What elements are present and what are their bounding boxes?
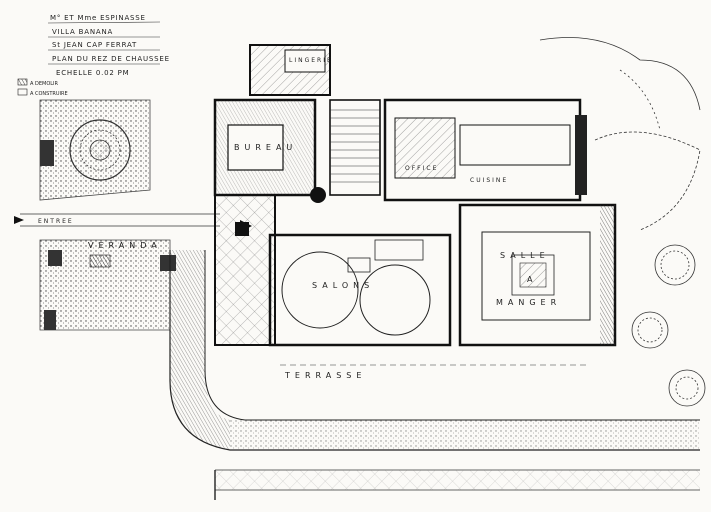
title-villa-name: VILLA BANANA (52, 28, 113, 36)
room-label-veranda: VERANDA (88, 241, 162, 250)
room-label-salle-2: A (527, 275, 537, 284)
room-label-office: OFFICE (405, 165, 438, 172)
legend-swatch-build (17, 88, 28, 96)
room-label-cuisine: CUISINE (470, 177, 508, 184)
garden-west (39, 99, 176, 331)
title-location: St JEAN CAP FERRAT (52, 41, 137, 49)
legend-demolish-label: A DEMOLIR (30, 81, 59, 87)
legend-build-label: A CONSTRUIRE (30, 91, 68, 97)
house-walls: LINGERIE BUREAU CUISINE OFFICE SAL (213, 44, 617, 347)
legend: A DEMOLIR A CONSTRUIRE (17, 78, 68, 97)
room-label-salle-1: SALLE (500, 251, 550, 260)
entry-label: ENTREE (38, 218, 74, 225)
room-label-salle-3: MANGER (496, 298, 561, 307)
trees-east (539, 37, 706, 407)
title-scale: ECHELLE 0.02 PM (56, 69, 130, 77)
stair-newel (310, 187, 326, 203)
room-label-terrasse: TERRASSE (284, 371, 366, 380)
title-block: M° ET Mme ESPINASSE VILLA BANANA St JEAN… (47, 14, 170, 77)
room-label-bureau: BUREAU (234, 143, 297, 152)
title-owner: M° ET Mme ESPINASSE (50, 14, 146, 22)
room-label-lingerie: LINGERIE (289, 57, 333, 64)
curved-terrace (169, 250, 700, 500)
room-label-salons: SALONS (312, 281, 374, 290)
legend-swatch-demolish (17, 78, 28, 86)
title-sheet: PLAN DU REZ DE CHAUSSEE (52, 55, 170, 63)
entry-arrow-icon (14, 216, 24, 224)
